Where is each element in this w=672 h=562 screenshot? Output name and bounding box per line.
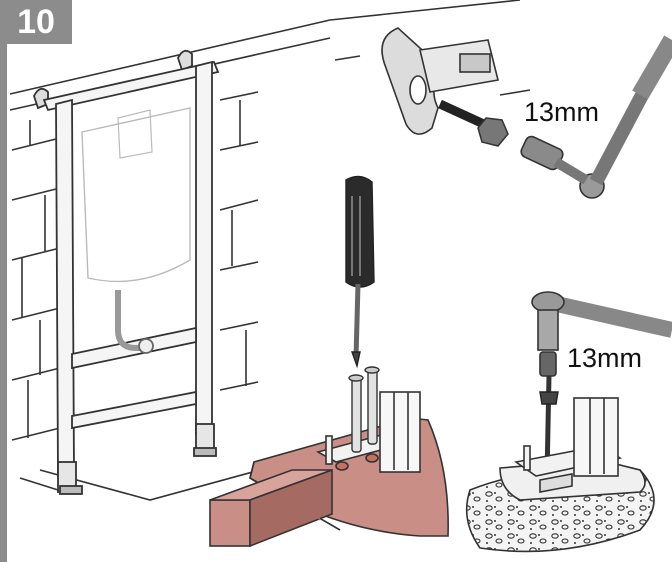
screwdriver-icon — [345, 175, 375, 369]
step-number-badge: 10 — [0, 0, 72, 44]
hex-bolt — [438, 99, 509, 147]
brick-wall — [9, 19, 331, 501]
installation-frame — [33, 49, 220, 495]
wall-bracket-detail — [329, 0, 531, 135]
wrench-size-label: 13mm — [524, 97, 600, 127]
frame-foot-on-wood — [315, 391, 421, 473]
wood-screws — [348, 366, 380, 453]
ratchet-size-label: 13mm — [567, 343, 643, 373]
socket-wrench-icon — [520, 35, 672, 199]
frame-foot-on-concrete — [513, 397, 623, 493]
step-side-bar — [0, 44, 7, 562]
ratchet-icon — [531, 291, 672, 377]
concrete-floor — [465, 459, 655, 553]
